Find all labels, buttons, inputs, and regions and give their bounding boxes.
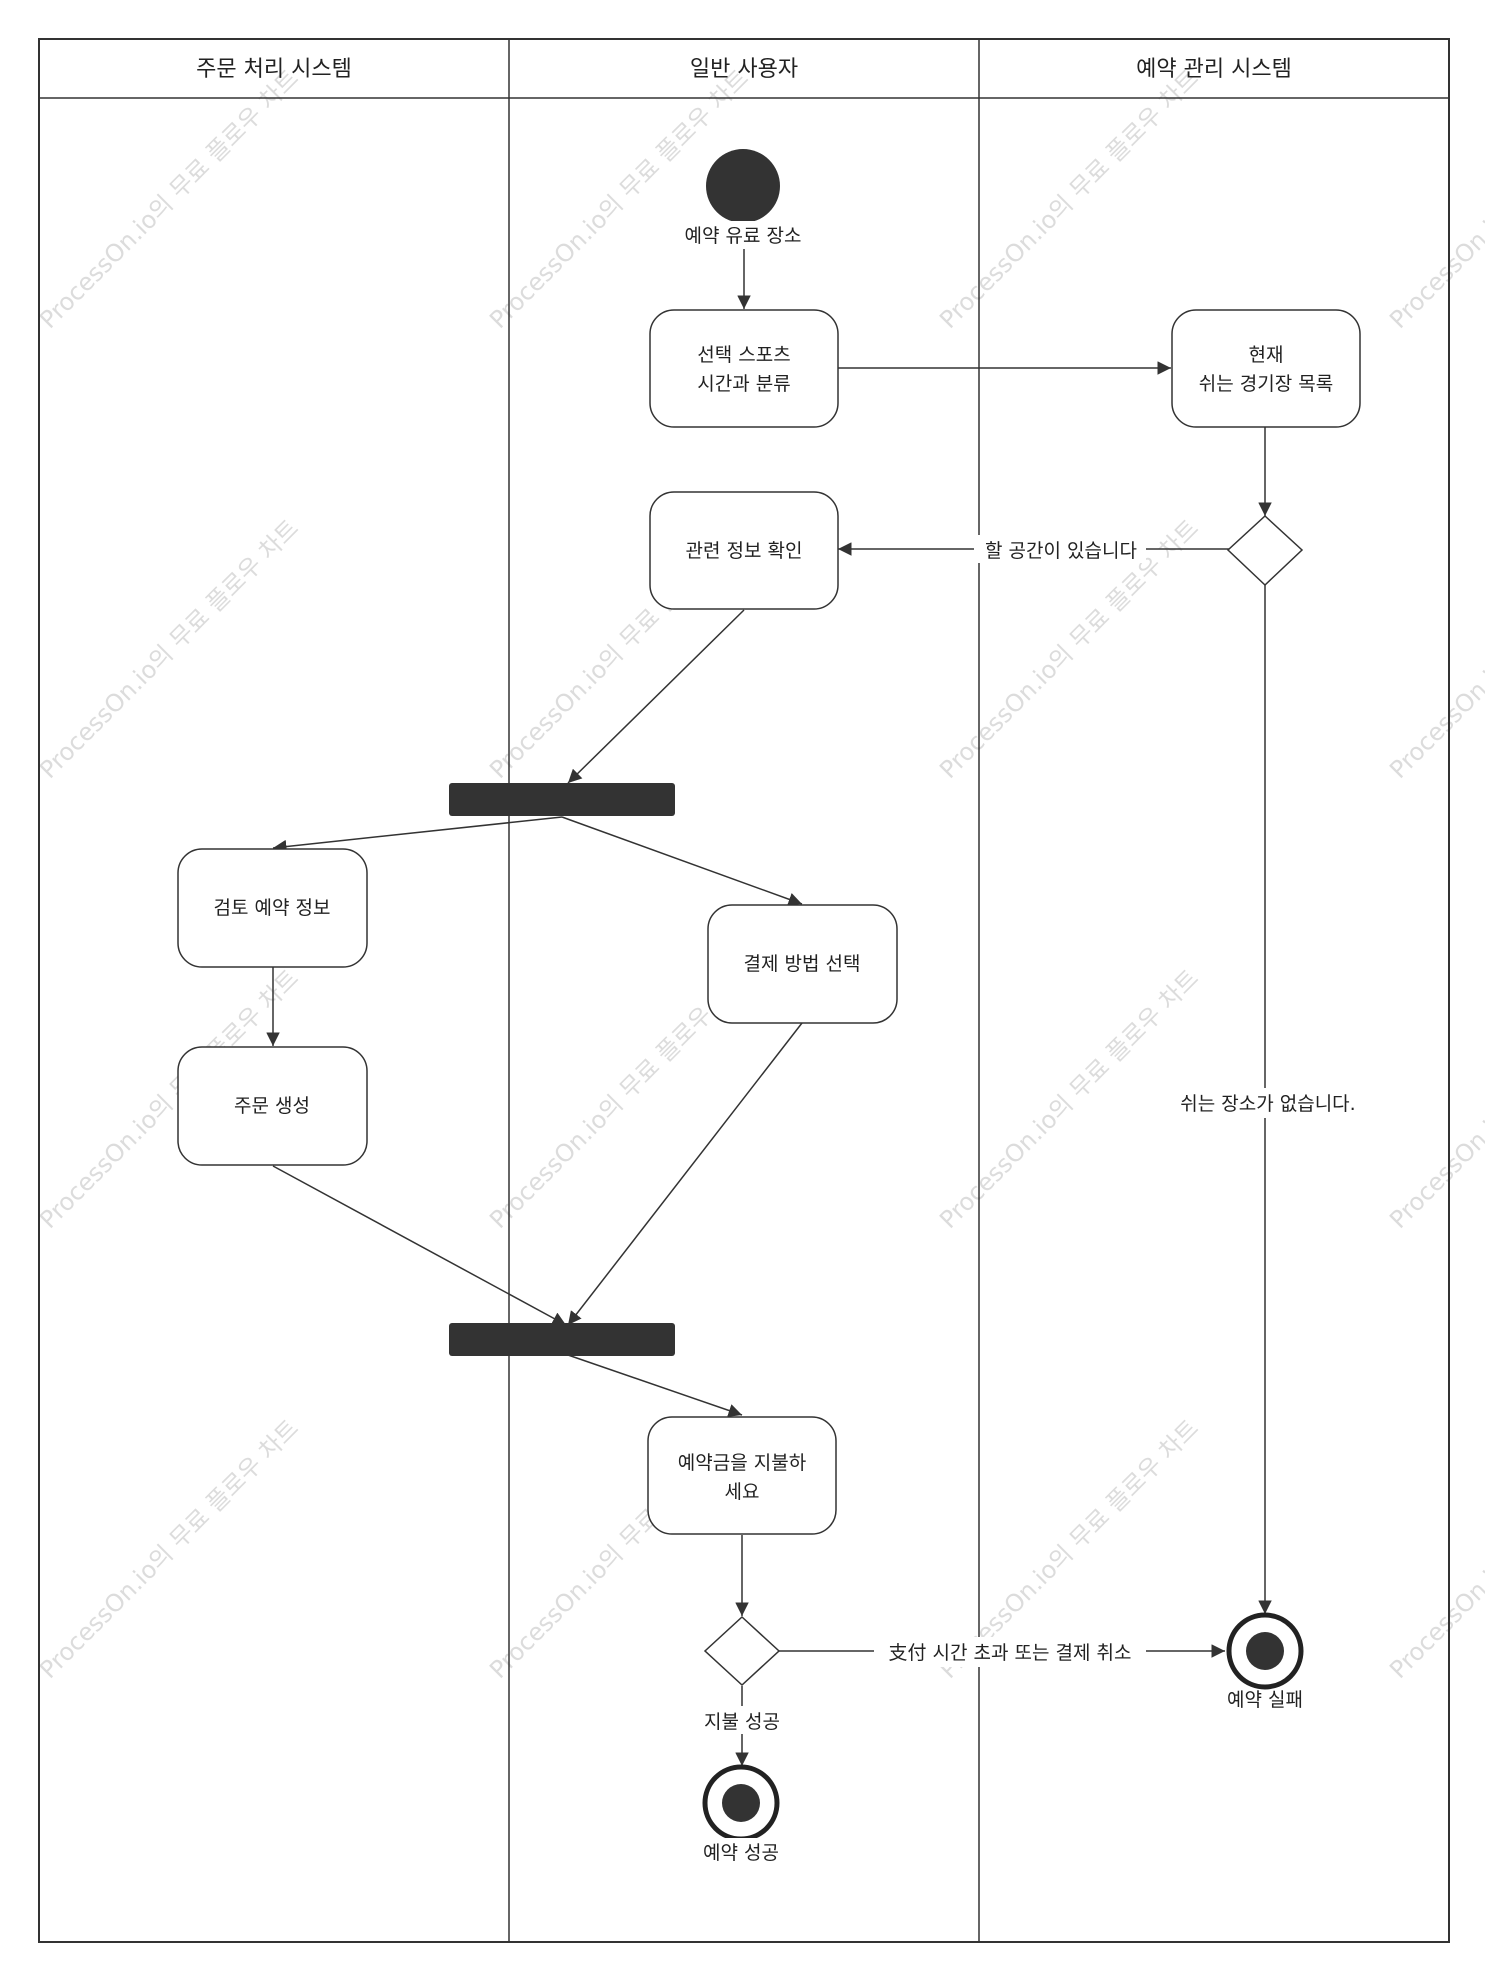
action-choose-payment [707,904,898,1024]
pay-success-label-bg [692,1706,792,1734]
no-space-label: 쉬는 장소가 없습니다. [1180,1093,1355,1115]
start-label: 예약 유료 장소 [685,225,802,247]
edge-join-to-deposit [567,1354,743,1417]
no-space-label-bg [1158,1088,1378,1118]
action-venue-list [1171,309,1361,428]
success-label: 예약 성공 [703,1842,779,1864]
fail-label: 예약 실패 [1227,1689,1303,1711]
final-node-fail-inner [1246,1632,1284,1670]
pay-deposit-line-1: 예약금을 지불하 [678,1452,806,1474]
action-check-info [649,491,839,610]
check-info-label: 관련 정보 확인 [686,540,803,562]
pay-deposit-line-2: 세요 [725,1481,760,1503]
action-select-sport [649,309,839,428]
pay-success-label: 지불 성공 [704,1711,780,1733]
choose-payment-label: 결제 방법 선택 [744,953,861,975]
initial-node [706,149,780,223]
lane-title-order: 주문 처리 시스템 [196,57,352,82]
swimlane-frame [38,38,1450,1943]
select-sport-line-1: 선택 스포츠 [697,344,790,366]
join-bar [449,1323,675,1356]
action-create-order [177,1046,368,1166]
venue-list-line-2: 쉬는 경기장 목록 [1199,373,1333,395]
timeout-label: 支付 시간 초과 또는 결제 취소 [889,1642,1132,1664]
action-review-booking [177,848,368,968]
timeout-label-bg [874,1637,1146,1667]
review-booking-label: 검토 예약 정보 [214,897,331,919]
venue-list-line-1: 현재 [1249,344,1284,366]
edge-payment-to-join [567,1022,803,1326]
has-space-label-bg [974,535,1146,563]
edge-fork-to-review [272,816,563,854]
decision-space-available [1226,514,1304,587]
fork-bar [449,783,675,816]
success-label-bg [686,1838,796,1866]
edge-check-to-fork [567,609,745,784]
final-node-success-inner [722,1784,760,1822]
start-label-bg [670,221,820,249]
lane-title-booking: 예약 관리 시스템 [1136,57,1292,82]
edge-order-to-join [272,1165,567,1326]
edge-fork-to-payment [561,816,803,906]
decision-payment [703,1615,781,1687]
create-order-label: 주문 생성 [234,1095,310,1117]
has-space-label: 할 공간이 있습니다 [985,540,1137,562]
action-pay-deposit [647,1416,837,1535]
select-sport-line-2: 시간과 분류 [697,373,790,395]
lane-title-user: 일반 사용자 [690,57,798,82]
